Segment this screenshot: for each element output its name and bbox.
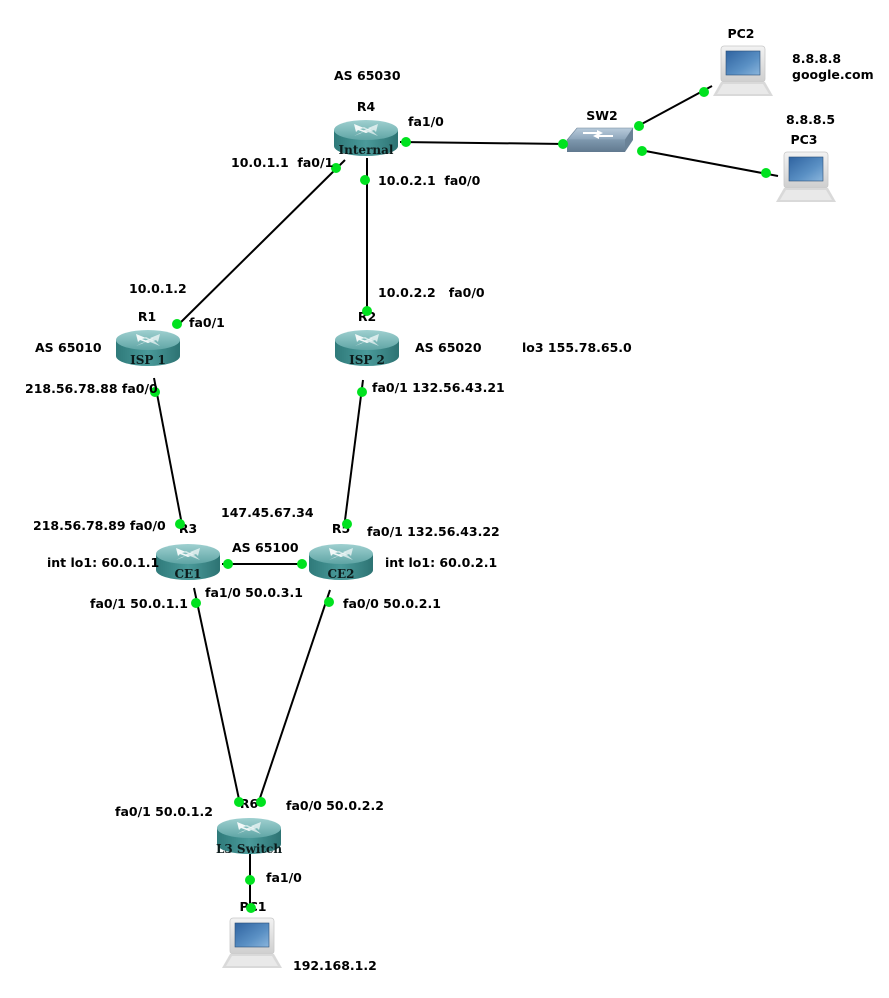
annot-r1-fa01: fa0/1 [189,315,225,330]
node-r1[interactable]: R1 ISP 1 [116,309,180,367]
port-r1-fa01[interactable] [172,319,182,329]
port-pc1[interactable] [246,903,256,913]
port-r2-fa00[interactable] [362,306,372,316]
node-pc3-name: PC3 [790,132,817,147]
port-r2-fa01[interactable] [357,387,367,397]
node-r1-name: R1 [138,309,156,324]
annot-r1-ip: 10.0.1.2 [129,281,187,296]
annot-r2-fa00: 10.0.2.2 fa0/0 [378,285,485,300]
node-sw2[interactable]: SW2 [566,108,634,153]
annot-r2-fa01: fa0/1 132.56.43.21 [372,380,505,395]
node-r6-name: R6 [240,796,259,811]
annot-r4-fa10: fa1/0 [408,114,444,129]
ports [150,87,771,913]
port-r3-fa01[interactable] [191,598,201,608]
pc-icon [775,151,837,203]
node-pc2-name: PC2 [727,26,754,41]
annot-r5-fa00: fa0/0 50.0.2.1 [343,596,441,611]
link-r3-r6[interactable] [193,587,241,805]
links [153,85,779,912]
annot-r4-fa00: 10.0.2.1 fa0/0 [378,173,481,188]
port-r6-fa01[interactable] [234,797,244,807]
node-r5-label: CE2 [327,567,354,581]
port-r6-fa00[interactable] [256,797,266,807]
port-r5-left[interactable] [297,559,307,569]
as-label-65020: AS 65020 [415,340,482,355]
node-pc3[interactable]: PC3 [775,132,837,203]
node-sw2-name: SW2 [586,108,618,123]
node-r4-label: Internal [339,143,394,157]
annot-r5-lo1: int lo1: 60.0.2.1 [385,555,497,570]
node-r6-label: L3 Switch [216,842,282,856]
node-r5[interactable]: R5 CE2 [309,521,373,581]
port-r6-fa10[interactable] [245,875,255,885]
annot-pc3-ip: 8.8.8.5 [786,112,835,127]
annot-r6-fa00: fa0/0 50.0.2.2 [286,798,384,813]
port-sw2-pc3[interactable] [637,146,647,156]
node-r4-name: R4 [357,99,376,114]
switch-icon [566,127,634,153]
port-pc3[interactable] [761,168,771,178]
pc-icon [221,917,283,969]
link-r1-r3[interactable] [153,377,184,531]
port-r3-fa10[interactable] [223,559,233,569]
annot-r4-fa01: 10.0.1.1 fa0/1 [231,155,333,170]
annot-r5-fa01: fa0/1 132.56.43.22 [367,524,500,539]
annot-pc1-ip: 192.168.1.2 [293,958,377,973]
annot-r1-fa00: 218.56.78.88 fa0/0 [25,381,158,396]
annot-r3-fa00: 218.56.78.89 fa0/0 [33,518,166,533]
as-label-65100: AS 65100 [232,540,299,555]
node-r2-label: ISP 2 [349,353,385,367]
port-r1-fa00[interactable] [150,387,160,397]
port-r4-fa10[interactable] [401,137,411,147]
node-r2[interactable]: R2 ISP 2 [335,309,399,367]
annot-r3-fa10: fa1/0 50.0.3.1 [205,585,303,600]
node-r6[interactable]: R6 L3 Switch [216,796,282,856]
node-r4[interactable]: R4 Internal [334,99,398,157]
annot-r3-lo1: int lo1: 60.0.1.1 [47,555,159,570]
as-label-65010: AS 65010 [35,340,102,355]
annot-r3-fa01: fa0/1 50.0.1.1 [90,596,188,611]
link-r4-r1[interactable] [176,159,346,327]
annot-pc2-ip: 8.8.8.8 [792,51,841,66]
port-r5-fa00[interactable] [324,597,334,607]
as-label-65030: AS 65030 [334,68,401,83]
node-pc2[interactable]: PC2 [712,26,774,97]
port-sw2-left[interactable] [558,139,568,149]
pc-icon [712,45,774,97]
link-r4-sw2[interactable] [399,141,566,145]
annot-r2-lo3: lo3 155.78.65.0 [522,340,632,355]
annot-r6-fa10: fa1/0 [266,870,302,885]
port-r4-fa01[interactable] [331,163,341,173]
node-r3-label: CE1 [174,567,201,581]
port-r5-fa01[interactable] [342,519,352,529]
port-sw2-pc2[interactable] [634,121,644,131]
link-r2-r5[interactable] [343,379,364,529]
annot-r6-fa01: fa0/1 50.0.1.2 [115,804,213,819]
link-r5-r6[interactable] [257,589,331,805]
port-r3-fa00[interactable] [175,519,185,529]
annot-pc2-dns: google.com [792,67,874,82]
port-pc2[interactable] [699,87,709,97]
port-r4-fa00[interactable] [360,175,370,185]
node-r1-label: ISP 1 [130,353,166,367]
link-sw2-pc3[interactable] [639,149,779,177]
annot-ce-link-ip: 147.45.67.34 [221,505,314,520]
